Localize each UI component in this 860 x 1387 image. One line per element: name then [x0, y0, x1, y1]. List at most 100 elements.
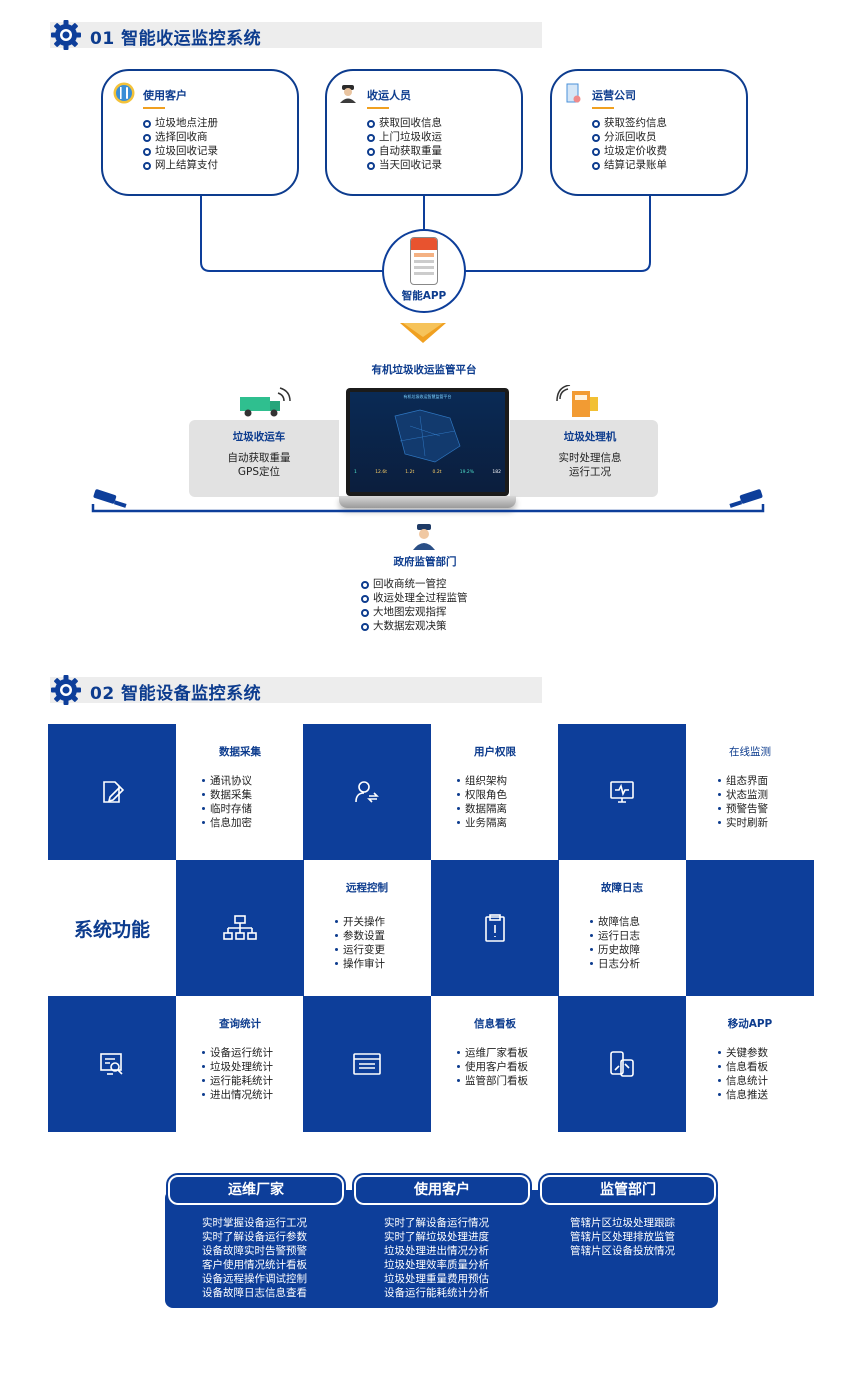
user-perm-icon-cell	[303, 724, 431, 860]
list-item: 垃圾定价收费	[592, 144, 667, 158]
mobile-app-cell: 移动APP 关键参数 信息看板 信息统计 信息推送	[686, 996, 814, 1132]
processor-line: 运行工况	[569, 466, 611, 478]
tab-maintenance[interactable]: 运维厂家	[166, 1173, 346, 1207]
section1-title: 01 智能收运监控系统	[90, 29, 262, 49]
card-title: 收运人员	[367, 89, 411, 102]
camera-icon	[729, 489, 763, 508]
down-arrow-icon	[400, 323, 446, 343]
list-item: 进出情况统计	[202, 1088, 273, 1102]
bottom-panel	[165, 1190, 718, 1308]
list-item: 垃圾处理进出情况分析	[384, 1245, 489, 1257]
function-list: 设备运行统计 垃圾处理统计 运行能耗统计 进出情况统计	[202, 1046, 273, 1102]
edit-document-icon	[103, 781, 125, 803]
list-item: 设备远程操作调试控制	[202, 1273, 307, 1285]
list-item: 状态监测	[718, 788, 768, 802]
processor-machine-icon	[556, 385, 598, 417]
list-item: 实时了解垃圾处理进度	[384, 1231, 489, 1243]
function-title: 故障日志	[601, 882, 643, 894]
function-list: 组态界面 状态监测 预警告警 实时刷新	[718, 774, 768, 830]
laptop-stat: 1	[354, 470, 357, 475]
list-item: 日志分析	[590, 957, 640, 971]
list-item: 垃圾回收记录	[143, 144, 218, 158]
laptop-stats: 1 12.6t 1.2t 0.2t 19.2% 182	[354, 470, 501, 475]
list-item: 临时存储	[202, 802, 252, 816]
fork-knife-icon	[113, 82, 135, 104]
list-item: 网上结算支付	[143, 158, 218, 172]
list-item: 垃圾处理统计	[202, 1060, 273, 1074]
laptop-stat: 19.2%	[459, 470, 475, 475]
function-title: 移动APP	[727, 1018, 773, 1030]
maintenance-list: 实时掌握设备运行工况 实时了解设备运行参数 设备故障实时告警预警 客户使用情况统…	[202, 1216, 307, 1300]
center-label-cell: 系统功能	[48, 860, 176, 996]
gov-list: 回收商统一管控 收运处理全过程监管 大地图宏观指挥 大数据宏观决策	[361, 577, 468, 633]
list-item: 管辖片区处理排放监管	[570, 1231, 675, 1243]
search-report-icon	[100, 1053, 123, 1075]
function-list: 关键参数 信息看板 信息统计 信息推送	[718, 1046, 768, 1102]
list-item: 运行变更	[335, 943, 385, 957]
list-item: 故障信息	[590, 915, 640, 929]
tab-customer[interactable]: 使用客户	[352, 1173, 532, 1207]
list-item: 大地图宏观指挥	[361, 605, 468, 619]
list-item: 运行日志	[590, 929, 640, 943]
card-list: 垃圾地点注册 选择回收商 垃圾回收记录 网上结算支付	[143, 116, 218, 172]
card-collector: 收运人员 获取回收信息 上门垃圾收运 自动获取重量 当天回收记录	[325, 69, 523, 196]
app-label: 智能APP	[401, 290, 447, 302]
online-monitor-icon-cell	[558, 724, 686, 860]
gear-icon	[51, 675, 81, 705]
function-title: 在线监测	[729, 746, 771, 758]
list-item: 信息统计	[718, 1074, 768, 1088]
laptop-screen: 有机垃圾收运智慧监管平台 1 12.6t 1.2t 0.2t 19.2% 182	[346, 388, 509, 496]
orange-underline	[592, 107, 614, 109]
list-item: 垃圾地点注册	[143, 116, 218, 130]
platform-title: 有机垃圾收运监管平台	[371, 364, 477, 376]
function-title: 用户权限	[474, 746, 516, 758]
query-stats-cell: 查询统计 设备运行统计 垃圾处理统计 运行能耗统计 进出情况统计	[176, 996, 304, 1132]
list-item: 上门垃圾收运	[367, 130, 442, 144]
truck-panel: 垃圾收运车 自动获取重量 GPS定位	[189, 420, 339, 497]
monitor-pulse-icon	[610, 781, 634, 803]
list-item: 实时了解设备运行情况	[384, 1217, 489, 1229]
list-item: 操作审计	[335, 957, 385, 971]
list-item: 管辖片区设备投放情况	[570, 1245, 675, 1257]
list-item: 运维厂家看板	[457, 1046, 528, 1060]
function-list: 开关操作 参数设置 运行变更 操作审计	[335, 915, 385, 971]
user-permission-icon	[355, 781, 379, 803]
list-item: 信息推送	[718, 1088, 768, 1102]
list-item: 设备故障日志信息查看	[202, 1287, 307, 1299]
card-list: 获取回收信息 上门垃圾收运 自动获取重量 当天回收记录	[367, 116, 442, 172]
camera-icon	[93, 489, 127, 508]
card-title: 运营公司	[592, 89, 636, 102]
info-board-icon-cell	[303, 996, 431, 1132]
laptop-screen-title: 有机垃圾收运智慧监管平台	[403, 394, 452, 399]
data-collect-icon-cell	[48, 724, 176, 860]
info-board-cell: 信息看板 运维厂家看板 使用客户看板 监管部门看板	[431, 996, 559, 1132]
mobile-app-icon-cell	[558, 996, 686, 1132]
card-operator: 运营公司 获取签约信息 分派回收员 垃圾定价收费 结算记录账单	[550, 69, 748, 196]
list-item: 信息加密	[202, 816, 252, 830]
police-officer-icon	[413, 524, 435, 550]
list-item: 设备运行能耗统计分析	[384, 1287, 489, 1299]
list-item: 大数据宏观决策	[361, 619, 468, 633]
list-item: 通讯协议	[202, 774, 252, 788]
function-list: 故障信息 运行日志 历史故障 日志分析	[590, 915, 640, 971]
list-item: 组织架构	[457, 774, 507, 788]
mobile-devices-icon	[610, 1051, 634, 1077]
laptop-stat: 12.6t	[375, 470, 387, 475]
list-item: 分派回收员	[592, 130, 667, 144]
network-tree-icon	[223, 915, 257, 940]
query-stats-icon-cell	[48, 996, 176, 1132]
list-item: 历史故障	[590, 943, 640, 957]
list-item: 关键参数	[718, 1046, 768, 1060]
function-title: 远程控制	[346, 882, 388, 894]
tab-regulator[interactable]: 监管部门	[538, 1173, 718, 1207]
processor-title: 垃圾处理机	[563, 431, 617, 443]
list-item: 预警告警	[718, 802, 768, 816]
function-title: 数据采集	[219, 746, 261, 758]
list-item: 设备运行统计	[202, 1046, 273, 1060]
list-item: 实时掌握设备运行工况	[202, 1217, 307, 1229]
processor-line: 实时处理信息	[558, 452, 622, 464]
fault-log-icon-cell	[431, 860, 559, 996]
remote-ctrl-icon-cell	[176, 860, 304, 996]
laptop-stat: 1.2t	[405, 470, 415, 475]
list-item: 开关操作	[335, 915, 385, 929]
